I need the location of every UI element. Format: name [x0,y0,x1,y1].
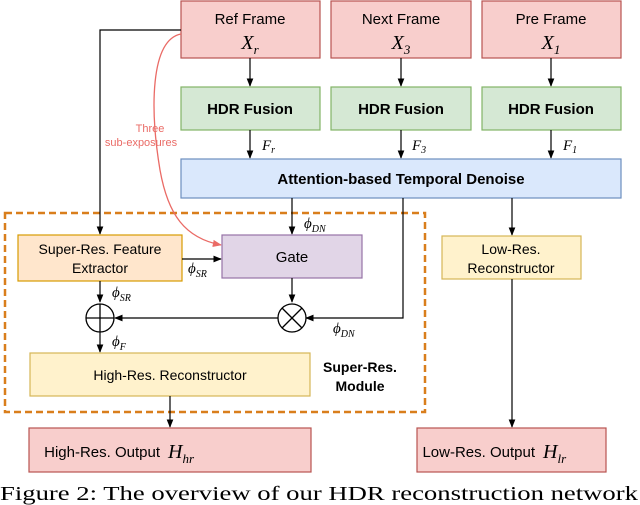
sub-exposure-note-line2: sub-exposures [105,137,178,149]
phi-dn-gate-label: ϕDN [304,216,327,235]
hr-output-symbol: Hhr [167,441,195,466]
pre-frame-box: Pre Frame X1 [481,0,622,59]
hdr-fusion-ref: HDR Fusion [180,86,321,131]
next-frame-box: Next Frame X3 [330,0,472,59]
high-res-output-box: High-Res. Output Hhr [28,427,312,473]
phi-sr-add-label: ϕSR [112,285,131,304]
feature-label-next: F3 [411,138,426,156]
lr-reconstructor-line2: Reconstructor [467,260,554,276]
module-label-line1: Super-Res. [323,359,397,375]
gate-label: Gate [276,249,309,266]
ref-frame-box: Ref Frame Xr [180,0,321,59]
hr-reconstructor-label: High-Res. Reconstructor [93,367,247,383]
super-res-feature-extractor: Super-Res. Feature Extractor [17,234,183,282]
phi-f-label: ϕF [112,334,127,353]
phi-dn-multiply-label: ϕDN [333,321,356,340]
high-res-reconstructor: High-Res. Reconstructor [29,352,311,397]
next-frame-symbol: X3 [391,32,411,57]
gate-box: Gate [221,234,363,279]
ref-frame-symbol: Xr [240,32,259,57]
hdr-fusion-pre: HDR Fusion [481,86,622,131]
feature-label-pre: F1 [562,138,577,156]
sub-exposure-note-line1: Three [136,123,165,135]
lr-reconstructor-line1: Low-Res. [481,241,540,257]
pre-frame-title: Pre Frame [516,11,587,28]
lr-output-label: Low-Res. Output [422,444,535,461]
hdr-fusion-ref-label: HDR Fusion [207,101,293,118]
figure-caption: Figure 2: The overview of our HDR recons… [0,483,638,505]
pre-frame-symbol: X1 [541,32,561,57]
sr-extractor-line1: Super-Res. Feature [39,241,162,257]
next-frame-title: Next Frame [362,11,440,28]
lr-output-symbol: Hlr [542,441,567,466]
multiply-node [277,303,307,333]
hdr-fusion-pre-label: HDR Fusion [508,101,594,118]
module-label-line2: Module [336,378,385,394]
sr-extractor-line2: Extractor [72,260,128,276]
phi-sr-gate-label: ϕSR [188,261,207,280]
temporal-denoise-box: Attention-based Temporal Denoise [180,158,622,199]
low-res-output-box: Low-Res. Output Hlr [416,427,607,473]
hdr-fusion-next: HDR Fusion [330,86,472,131]
super-res-module-region [3,211,427,414]
temporal-denoise-label: Attention-based Temporal Denoise [277,171,524,188]
feature-label-ref: Fr [261,138,275,156]
add-node [85,303,115,333]
ref-frame-title: Ref Frame [215,11,286,28]
hdr-fusion-next-label: HDR Fusion [358,101,444,118]
low-res-reconstructor: Low-Res. Reconstructor [441,235,582,280]
hr-output-label: High-Res. Output [44,444,161,461]
